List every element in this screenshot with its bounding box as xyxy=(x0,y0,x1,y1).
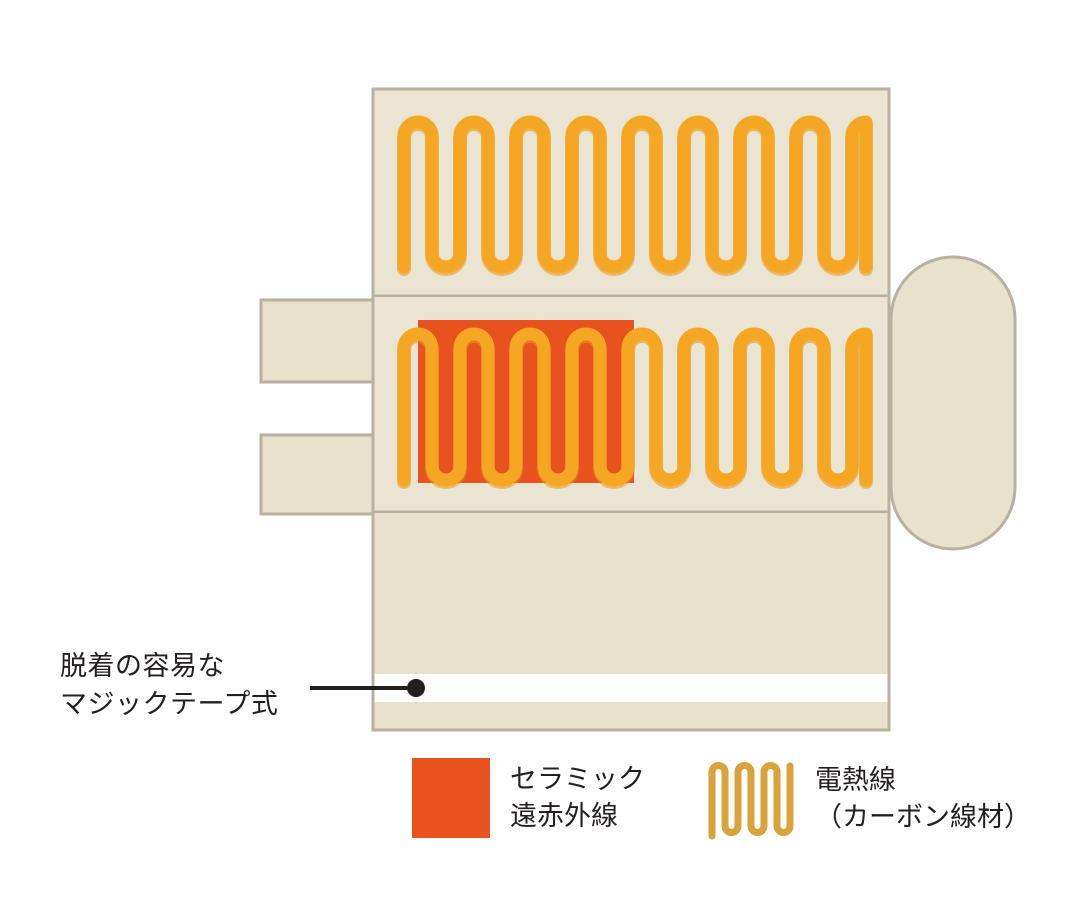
legend-label-coil: 電熱線 （カーボン線材） xyxy=(815,762,1031,836)
velcro-strip xyxy=(374,674,888,702)
upper-coil-wire xyxy=(397,115,873,276)
ceramic-swatch xyxy=(412,758,490,838)
lower-left-strap xyxy=(259,433,379,516)
upper-left-strap xyxy=(259,298,379,384)
velcro-leader-line xyxy=(310,679,425,697)
right-rounded-tab xyxy=(889,255,1017,551)
legend-item-coil: 電熱線 （カーボン線材） xyxy=(705,758,1031,840)
legend-item-ceramic: セラミック遠赤外線 xyxy=(412,758,645,838)
middle-coil-wire xyxy=(397,327,873,489)
legend-ceramic-line2: 遠赤外線 xyxy=(510,801,618,832)
middle-heating-panel xyxy=(373,297,889,512)
coil-swatch xyxy=(705,758,795,840)
velcro-annotation-line2: マジックテープ式 xyxy=(60,689,279,720)
legend: セラミック遠赤外線 電熱線 （カーボン線材） xyxy=(412,758,1032,858)
coil-swatch-icon xyxy=(708,762,794,840)
legend-coil-line1: 電熱線 xyxy=(815,765,896,796)
legend-coil-line2: （カーボン線材） xyxy=(815,802,1031,833)
body-outline xyxy=(371,87,891,732)
velcro-annotation-line1: 脱着の容易な xyxy=(60,651,225,682)
upper-heating-panel xyxy=(373,89,889,296)
legend-label-ceramic: セラミック遠赤外線 xyxy=(510,761,645,835)
legend-ceramic-line1: セラミック xyxy=(510,764,645,795)
velcro-annotation-label: 脱着の容易なマジックテープ式 xyxy=(60,648,278,724)
leader-dot xyxy=(407,679,425,697)
